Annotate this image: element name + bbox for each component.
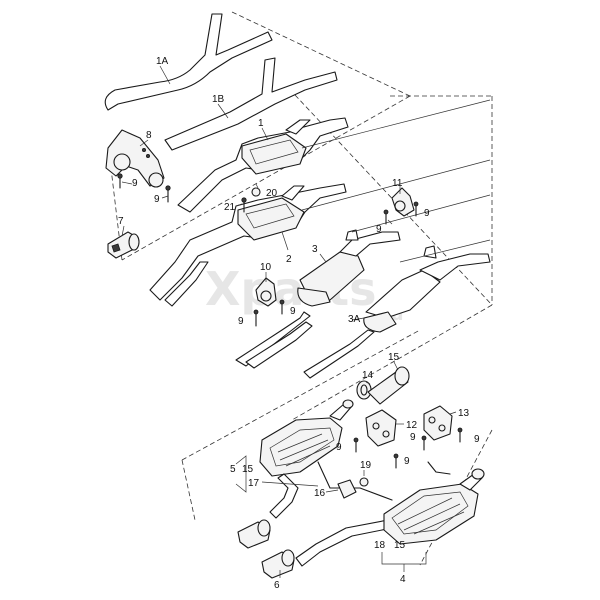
bolt-9-a[interactable] bbox=[117, 173, 123, 189]
label-9-i: 9 bbox=[410, 432, 416, 443]
label-9-d: 9 bbox=[424, 208, 430, 219]
label-13: 13 bbox=[458, 408, 470, 419]
bolt-9-d[interactable] bbox=[413, 201, 419, 217]
pipe-1A[interactable] bbox=[104, 13, 273, 111]
label-1: 1 bbox=[258, 118, 264, 129]
bolt-9-b[interactable] bbox=[165, 185, 171, 203]
bolt-9-f[interactable] bbox=[279, 299, 285, 315]
label-21: 21 bbox=[224, 202, 236, 213]
tailpipe-trim-15[interactable] bbox=[367, 366, 410, 405]
label-20: 20 bbox=[266, 188, 278, 199]
label-3: 3 bbox=[312, 244, 318, 255]
label-19: 19 bbox=[360, 460, 372, 471]
bracket-11[interactable] bbox=[391, 187, 415, 217]
nut-20[interactable] bbox=[251, 187, 261, 197]
label-9-f: 9 bbox=[290, 306, 296, 317]
label-6: 6 bbox=[274, 580, 280, 591]
label-9-j: 9 bbox=[474, 434, 480, 445]
label-7: 7 bbox=[118, 216, 124, 227]
label-1B: 1B bbox=[212, 94, 225, 105]
pipe-1B[interactable] bbox=[164, 57, 338, 151]
center-silencer-3[interactable] bbox=[235, 229, 401, 369]
label-10: 10 bbox=[260, 262, 272, 273]
clamp-7[interactable] bbox=[107, 231, 140, 259]
bolt-21[interactable] bbox=[241, 197, 247, 213]
front-pipe-2[interactable] bbox=[149, 183, 347, 307]
label-1A: 1A bbox=[156, 56, 169, 67]
label-9-a: 9 bbox=[132, 178, 138, 189]
label-18: 18 bbox=[374, 540, 386, 551]
label-15-a: 15 bbox=[388, 352, 400, 363]
label-5: 5 bbox=[230, 464, 236, 475]
label-3A: 3A bbox=[348, 314, 361, 325]
bolts-9-lower[interactable] bbox=[353, 427, 463, 469]
label-9-b: 9 bbox=[154, 194, 160, 205]
label-14: 14 bbox=[362, 370, 374, 381]
label-16: 16 bbox=[314, 488, 326, 499]
clamp-6-upper[interactable] bbox=[237, 519, 271, 549]
front-pipe-1[interactable] bbox=[177, 117, 349, 213]
label-9-g: 9 bbox=[336, 442, 342, 453]
label-17: 17 bbox=[248, 478, 260, 489]
label-12: 12 bbox=[406, 420, 418, 431]
leader-lines bbox=[121, 65, 457, 578]
rear-silencer-4[interactable] bbox=[295, 461, 485, 567]
bracket-13[interactable] bbox=[423, 405, 453, 441]
label-9-c: 9 bbox=[376, 224, 382, 235]
nut-19[interactable] bbox=[359, 477, 369, 487]
label-4: 4 bbox=[400, 574, 406, 585]
label-15-b: 15 bbox=[242, 464, 254, 475]
label-15-c: 15 bbox=[394, 540, 406, 551]
part-labels: 1A 1B 1 8 9 9 20 21 7 2 11 9 9 3 10 9 9 … bbox=[118, 56, 480, 591]
bolt-9-e[interactable] bbox=[253, 309, 259, 327]
label-8: 8 bbox=[146, 130, 152, 141]
clamp-6-lower[interactable] bbox=[261, 549, 295, 579]
rear-silencer-5[interactable] bbox=[259, 399, 354, 519]
clamp-16[interactable] bbox=[337, 479, 357, 499]
bracket-8[interactable] bbox=[105, 129, 165, 188]
bracket-12[interactable] bbox=[365, 409, 397, 447]
assembly-frame-middle bbox=[291, 94, 493, 421]
center-silencer-3A[interactable] bbox=[303, 245, 491, 379]
bolt-9-c[interactable] bbox=[383, 209, 389, 225]
strap-17[interactable] bbox=[317, 461, 393, 501]
label-9-e: 9 bbox=[238, 316, 244, 327]
label-2: 2 bbox=[286, 254, 292, 265]
label-11: 11 bbox=[392, 178, 403, 189]
label-9-h: 9 bbox=[404, 456, 410, 467]
